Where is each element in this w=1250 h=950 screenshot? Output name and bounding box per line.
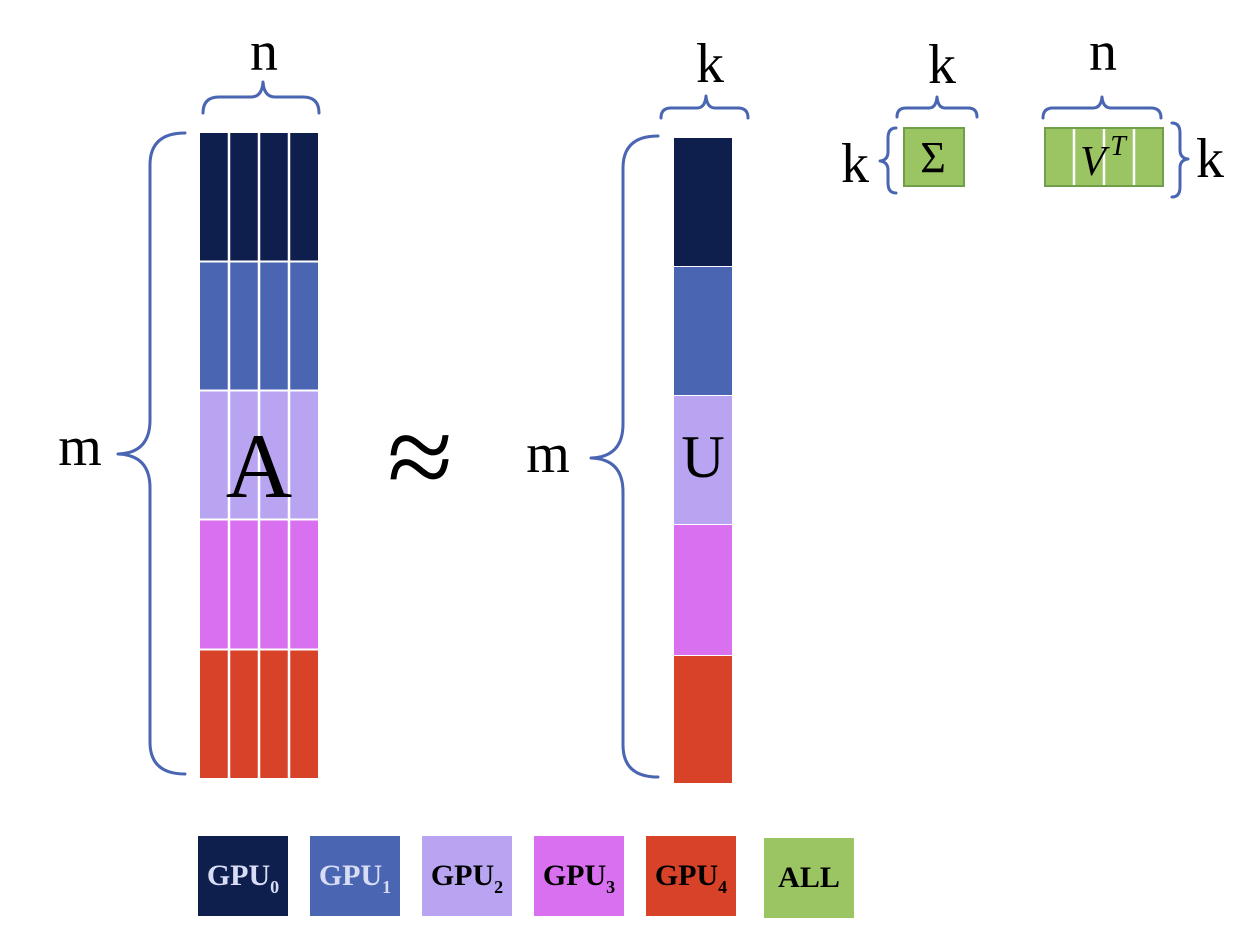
legend-label-gpu0: GPU0 <box>206 859 280 897</box>
matrix-u-label: U <box>681 424 724 490</box>
legend-label-gpu1: GPU1 <box>318 859 392 897</box>
legend-label-gpu4: GPU4 <box>654 859 728 897</box>
brace-top-k-u <box>659 94 750 120</box>
brace-right-k-vt <box>1170 121 1190 199</box>
label-n-vt: n <box>1089 21 1117 83</box>
matrix-vt: V T <box>1044 127 1164 187</box>
legend-swatch-gpu4: GPU4 <box>646 836 736 916</box>
brace-top-n-vt <box>1041 95 1163 120</box>
brace-left-m-a <box>116 131 187 776</box>
matrix-u-block-gpu1 <box>674 267 732 395</box>
matrix-u-block-gpu2 <box>674 396 732 524</box>
legend-swatch-all: ALL <box>764 838 854 918</box>
matrix-vt-label: V <box>1080 139 1110 185</box>
matrix-u-block-gpu3 <box>674 525 732 655</box>
brace-left-k-sigma <box>878 126 898 195</box>
brace-top-k-sigma <box>895 95 979 119</box>
approx-symbol: ≈ <box>387 390 453 523</box>
matrix-a-label: A <box>226 415 292 517</box>
legend-swatch-gpu1: GPU1 <box>310 836 400 916</box>
label-m-u: m <box>526 423 570 485</box>
label-m-a: m <box>58 416 102 478</box>
label-n-a: n <box>250 21 278 83</box>
matrix-a: A <box>200 133 318 778</box>
matrix-sigma-label: Σ <box>920 133 946 182</box>
matrix-u: U <box>674 138 732 783</box>
label-k-vt-right: k <box>1196 128 1224 190</box>
matrix-vt-superscript: T <box>1110 131 1128 162</box>
matrix-vt-base: V <box>1080 139 1110 185</box>
label-k-sigma-top: k <box>928 34 956 96</box>
legend-label-gpu2: GPU2 <box>430 859 504 897</box>
brace-top-n-a <box>201 80 321 115</box>
matrix-sigma-block <box>903 127 965 187</box>
matrix-u-block-gpu0 <box>674 138 732 266</box>
legend-label-gpu3: GPU3 <box>542 859 616 897</box>
legend-swatch-gpu0: GPU0 <box>198 836 288 916</box>
legend-swatch-gpu3: GPU3 <box>534 836 624 916</box>
legend-swatch-gpu2: GPU2 <box>422 836 512 916</box>
matrix-sigma: Σ <box>903 127 965 187</box>
label-k-u: k <box>696 33 724 95</box>
matrix-u-block-gpu4 <box>674 656 732 783</box>
legend-label-all: ALL <box>778 861 840 894</box>
label-k-sigma-left: k <box>841 133 869 195</box>
brace-left-m-u <box>589 134 660 779</box>
